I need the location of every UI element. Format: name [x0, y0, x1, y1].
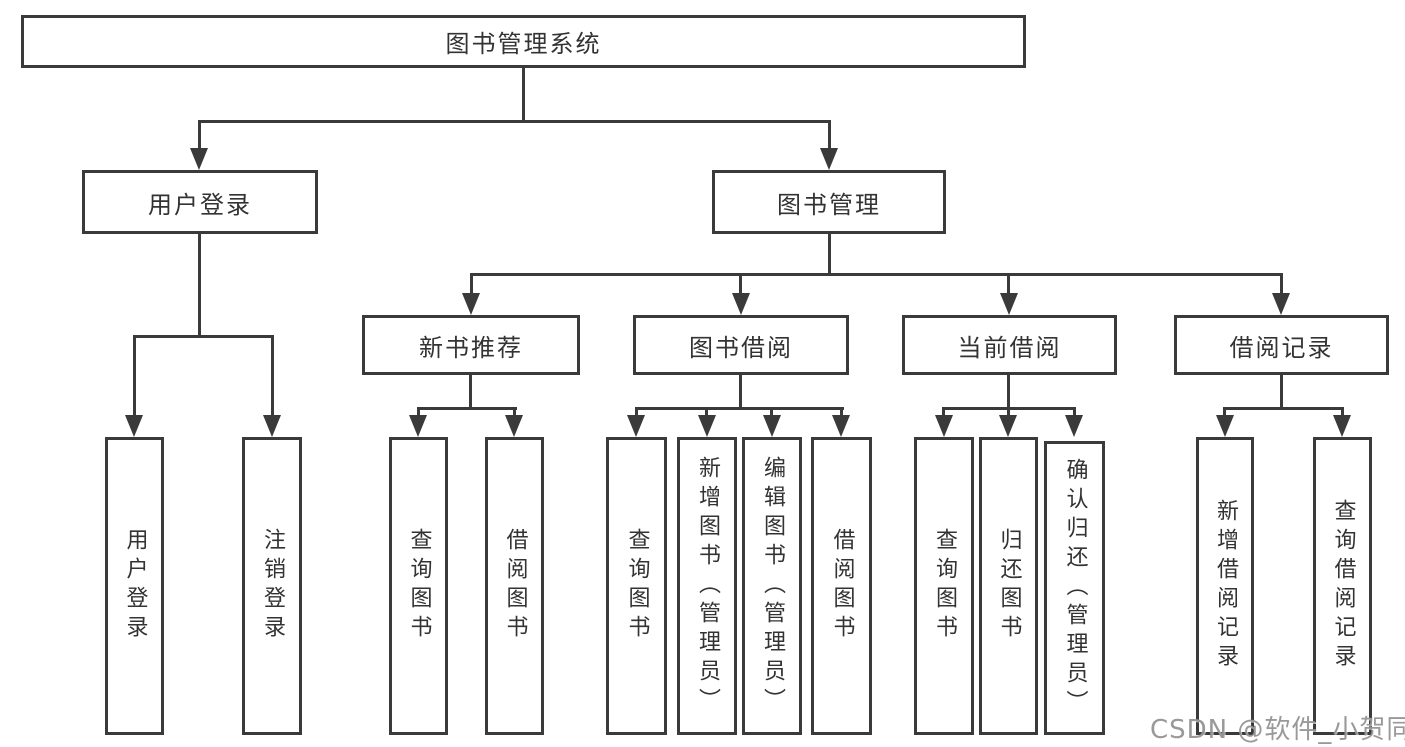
arrowhead-C2-icon	[698, 415, 716, 437]
arrowhead-borrow-records-icon	[1272, 293, 1290, 315]
connector-root-stub	[522, 66, 525, 122]
leaf-edit-books-admin-label: 编辑图书（管理员）	[760, 455, 785, 717]
node-book-borrow-box: 图书借阅	[633, 315, 849, 375]
node-user-login-box: 用户登录	[82, 170, 318, 234]
connector-groupE-branch	[1223, 407, 1344, 410]
connector-drop-C1	[635, 407, 638, 419]
leaf-user-login-box: 用户登录	[105, 437, 164, 735]
connector-drop-book-mgmt	[828, 120, 831, 152]
node-root-label: 图书管理系统	[445, 30, 602, 58]
connector-drop-user-login	[198, 120, 201, 152]
leaf-query-borrow-records-box: 查询借阅记录	[1313, 437, 1372, 735]
leaf-add-books-admin-label: 新增图书（管理员）	[695, 455, 720, 717]
connector-drop-borrow-records	[1280, 273, 1283, 297]
arrowhead-book-mgmt-icon	[820, 148, 838, 170]
connector-level2-branch	[198, 120, 831, 123]
arrowhead-E2-icon	[1333, 415, 1351, 437]
node-book-borrow-label: 图书借阅	[689, 333, 793, 362]
leaf-borrow-books-newbooks-box: 借阅图书	[485, 437, 544, 735]
connector-drop-A2	[271, 335, 274, 419]
arrowhead-new-books-icon	[462, 293, 480, 315]
arrowhead-C4-icon	[832, 415, 850, 437]
arrowhead-A1-icon	[125, 415, 143, 437]
node-borrow-records-label: 借阅记录	[1229, 333, 1334, 362]
connector-drop-current-borrow	[1007, 273, 1010, 297]
connector-drop-C4	[840, 407, 843, 419]
connector-drop-B2	[513, 407, 516, 419]
connector-drop-D2	[1007, 407, 1010, 419]
leaf-query-borrow-records-label: 查询借阅记录	[1330, 499, 1356, 673]
connector-drop-A1	[133, 335, 136, 419]
leaf-query-books-current-box: 查询图书	[914, 437, 974, 735]
node-root-box: 图书管理系统	[21, 15, 1026, 68]
leaf-query-books-current-label: 查询图书	[932, 528, 957, 644]
connector-book-borrow-stub	[739, 375, 742, 409]
connector-drop-B1	[417, 407, 420, 419]
node-new-books-box: 新书推荐	[362, 315, 580, 375]
connector-drop-E1	[1223, 407, 1226, 419]
connector-groupA-branch	[133, 335, 274, 338]
leaf-query-books-newbooks-label: 查询图书	[406, 528, 432, 644]
arrowhead-current-borrow-icon	[1000, 293, 1018, 315]
arrowhead-E1-icon	[1216, 415, 1234, 437]
node-book-mgmt-label: 图书管理	[777, 190, 881, 219]
arrowhead-D1-icon	[935, 415, 953, 437]
connector-drop-E2	[1341, 407, 1344, 419]
leaf-query-books-borrow-box: 查询图书	[606, 437, 667, 735]
connector-drop-book-borrow	[739, 273, 742, 297]
connector-groupB-branch	[417, 407, 517, 410]
node-user-login-label: 用户登录	[148, 190, 252, 219]
leaf-borrow-books-newbooks-label: 借阅图书	[502, 528, 528, 644]
connector-borrow-records-stub	[1280, 375, 1283, 409]
connector-user-login-stub	[198, 234, 201, 338]
leaf-user-login-label: 用户登录	[122, 528, 148, 644]
arrowhead-B2-icon	[505, 415, 523, 437]
leaf-add-books-admin-box: 新增图书（管理员）	[677, 437, 737, 735]
connector-groupC-branch	[635, 407, 844, 410]
connector-drop-C3	[770, 407, 773, 419]
arrowhead-user-login-icon	[190, 148, 208, 170]
leaf-query-books-borrow-label: 查询图书	[624, 528, 650, 644]
leaf-borrow-books-borrow-label: 借阅图书	[829, 528, 855, 644]
node-current-borrow-label: 当前借阅	[957, 333, 1062, 362]
leaf-edit-books-admin-box: 编辑图书（管理员）	[742, 437, 802, 735]
leaf-add-borrow-record-label: 新增借阅记录	[1213, 499, 1238, 673]
connector-drop-new-books	[470, 273, 473, 297]
leaf-return-books-label: 归还图书	[996, 528, 1022, 644]
connector-new-books-stub	[469, 375, 472, 409]
leaf-logout-label: 注销登录	[260, 528, 285, 644]
node-current-borrow-box: 当前借阅	[902, 315, 1117, 375]
arrowhead-A2-icon	[263, 415, 281, 437]
arrowhead-D3-icon	[1065, 415, 1083, 437]
node-book-mgmt-box: 图书管理	[712, 170, 946, 234]
leaf-return-books-box: 归还图书	[979, 437, 1038, 735]
leaf-confirm-return-admin-label: 确认归还（管理员）	[1062, 457, 1088, 719]
csdn-watermark: CSDN @软件_小贺同学	[1150, 715, 1405, 745]
arrowhead-B1-icon	[409, 415, 427, 437]
leaf-add-borrow-record-box: 新增借阅记录	[1196, 437, 1254, 735]
leaf-confirm-return-admin-box: 确认归还（管理员）	[1044, 441, 1105, 735]
leaf-query-books-newbooks-box: 查询图书	[389, 437, 448, 735]
connector-level3-branch	[470, 273, 1283, 276]
leaf-logout-box: 注销登录	[242, 437, 302, 735]
connector-drop-D3	[1073, 407, 1076, 419]
arrowhead-D2-icon	[999, 415, 1017, 437]
leaf-borrow-books-borrow-box: 借阅图书	[811, 437, 872, 735]
arrowhead-C3-icon	[763, 415, 781, 437]
node-new-books-label: 新书推荐	[419, 333, 523, 362]
connector-drop-C2	[705, 407, 708, 419]
connector-drop-D1	[942, 407, 945, 419]
node-borrow-records-box: 借阅记录	[1174, 315, 1389, 375]
arrowhead-book-borrow-icon	[732, 293, 750, 315]
connector-current-borrow-stub	[1007, 375, 1010, 409]
connector-book-mgmt-stub	[828, 234, 831, 276]
arrowhead-C1-icon	[627, 415, 645, 437]
